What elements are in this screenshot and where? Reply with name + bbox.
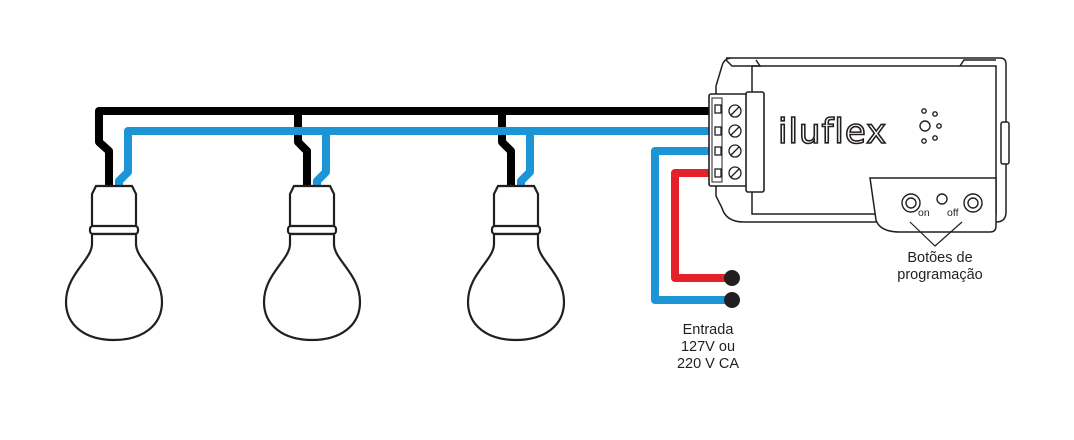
black-wire-drop-3 [498, 111, 515, 186]
input-caption-line: 127V ou [681, 339, 735, 355]
blue-input-wire [651, 147, 730, 304]
red-input-wire [671, 169, 730, 282]
iluflex-module [715, 57, 1010, 247]
module-ear-right [959, 59, 996, 67]
terminal-screw-icon [714, 166, 742, 180]
bulb-icon [466, 184, 566, 342]
black-wire-main [95, 107, 712, 186]
wire-endpoint-icon [724, 292, 740, 308]
bulb-icon [64, 184, 164, 342]
buttons-caption-line: Botões de [907, 250, 972, 266]
led-indicator [936, 193, 948, 205]
input-caption-line: Entrada [683, 322, 735, 338]
wires [95, 107, 730, 304]
module-ear-left [725, 59, 762, 67]
button-panel [869, 177, 997, 233]
black-wire-drop-2 [294, 111, 311, 186]
terminal-block [708, 91, 765, 193]
terminal-screw-icon [714, 104, 742, 118]
logo-dots-icon [919, 108, 942, 144]
bulb-icon [262, 184, 362, 342]
blue-wire-main [115, 127, 712, 186]
input-caption-line: 220 V CA [677, 356, 739, 372]
wire-endpoint-icon [724, 270, 740, 286]
buttons-caption: Botões de programação [897, 250, 982, 283]
buttons-caption-line: programação [897, 267, 982, 283]
blue-wire-drop-2 [313, 131, 330, 186]
on-label: on [918, 207, 930, 219]
off-label: off [947, 207, 959, 219]
terminal-screw-icon [714, 124, 742, 138]
input-caption: Entrada 127V ou 220 V CA [677, 322, 739, 372]
blue-wire-drop-3 [517, 131, 534, 186]
label-pointer [909, 221, 963, 247]
terminal-screw-icon [714, 144, 742, 158]
program-buttons [901, 193, 983, 213]
module-side-tab [1000, 121, 1010, 165]
brand-logo: iluflex [778, 112, 887, 152]
